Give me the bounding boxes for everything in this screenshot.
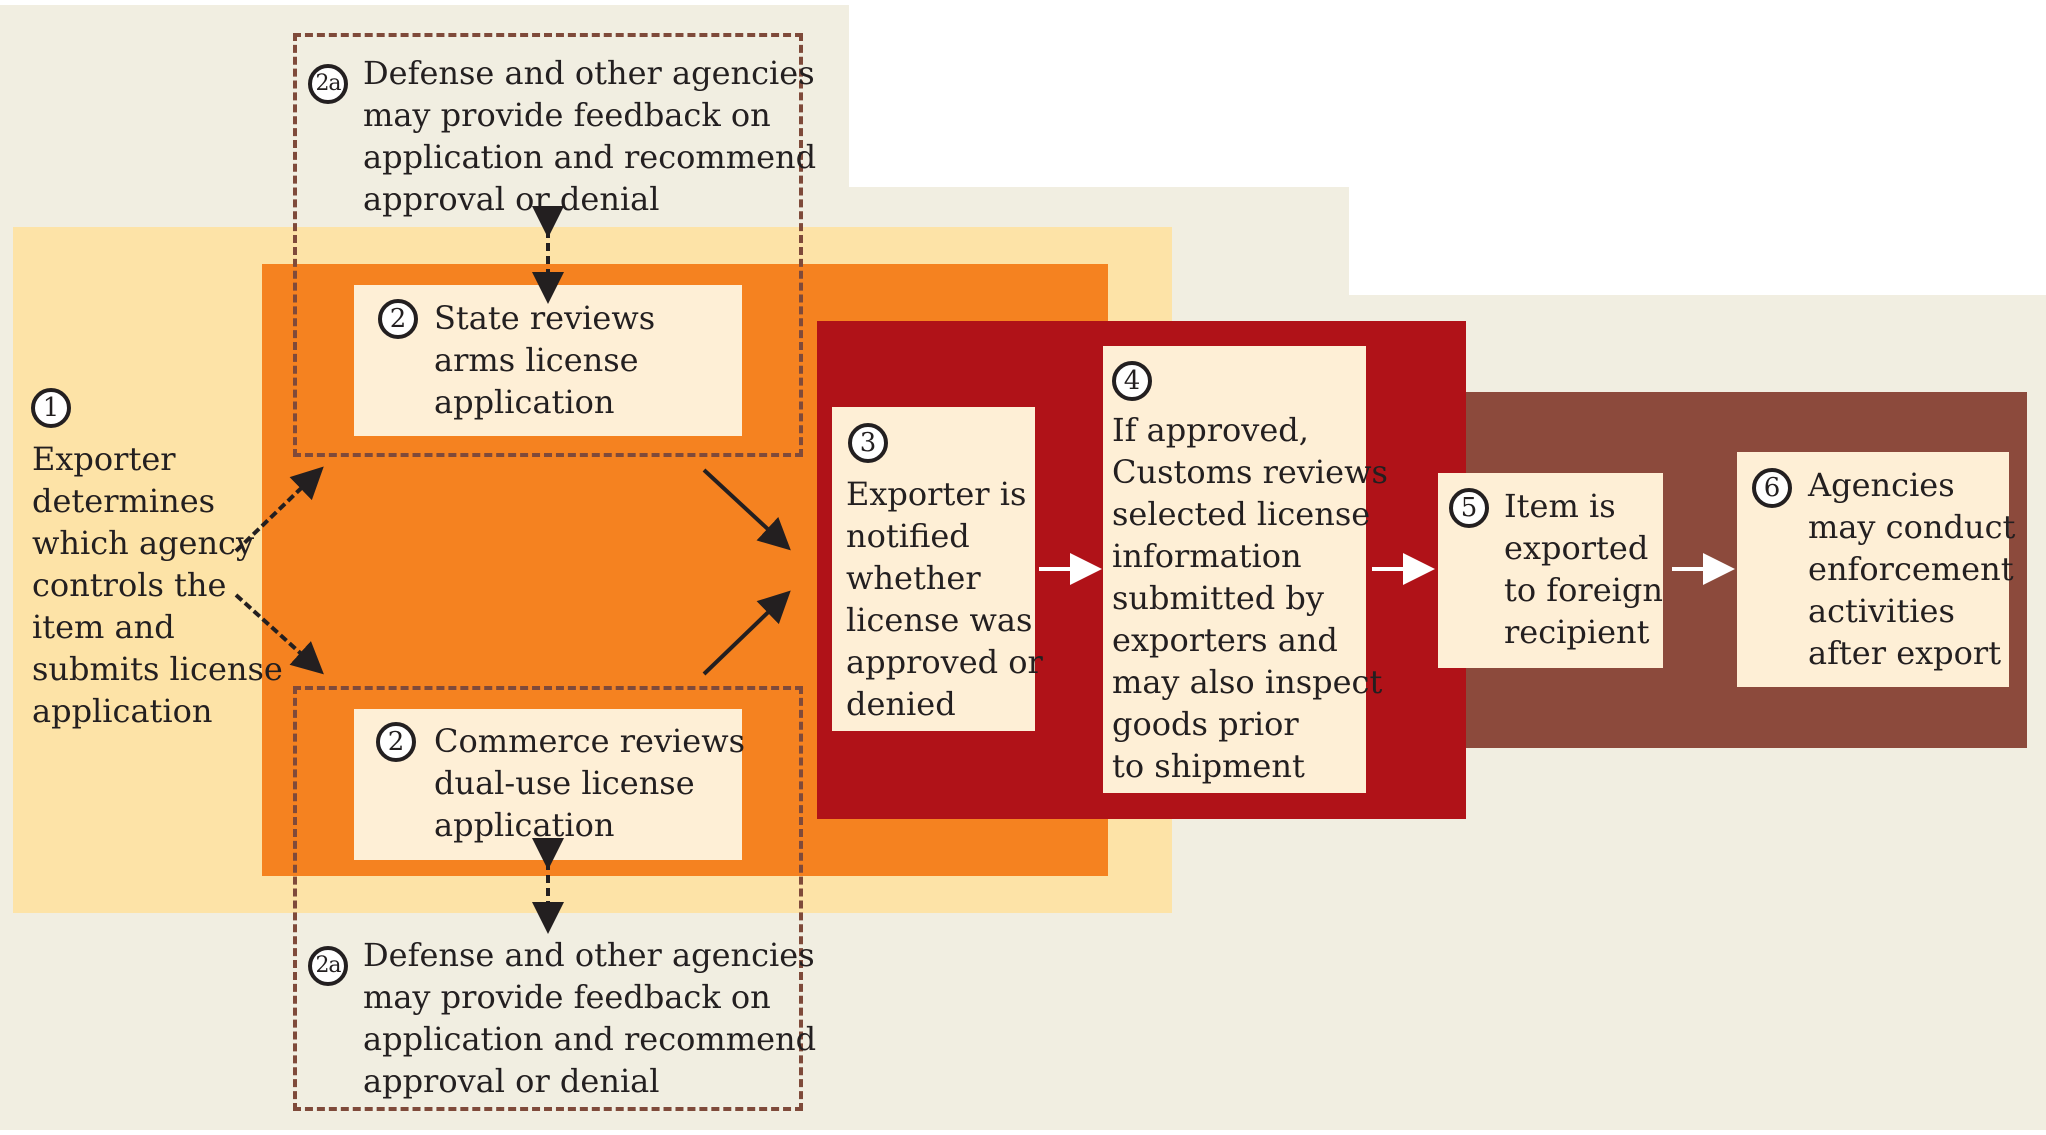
arrow-commerce-to-step3 — [702, 590, 791, 676]
step-3-text: Exporter is notified whether license was… — [846, 475, 1043, 723]
step-4-box — [1103, 346, 1366, 793]
step-4-number-badge: 4 — [1112, 361, 1152, 401]
step-2-commerce-number-badge: 2 — [376, 722, 416, 762]
step-3-number-badge: 3 — [848, 423, 888, 463]
step-2-commerce-text: Commerce reviews dual-use license applic… — [434, 722, 745, 844]
step-2-commerce-box — [354, 709, 742, 860]
step-5-number-badge: 5 — [1449, 488, 1489, 528]
arrow-state-to-step3 — [702, 468, 791, 551]
arrow-step1-to-state — [234, 466, 324, 553]
step-2a-top-text: Defense and other agencies may provide f… — [363, 54, 817, 218]
step-1-number-badge: 1 — [31, 388, 71, 428]
step-4-text: If approved, Customs reviews selected li… — [1112, 411, 1388, 785]
step-2a-bottom-number-badge: 2a — [308, 946, 348, 986]
step-2a-bottom-text: Defense and other agencies may provide f… — [363, 936, 817, 1100]
step-1-text: Exporter determines which agency control… — [32, 440, 283, 730]
step-2-state-box — [354, 285, 742, 436]
step-5-text: Item is exported to foreign recipient — [1504, 487, 1663, 651]
step-2a-top-number-badge: 2a — [308, 64, 348, 104]
step-2a-bottom-dashed-frame — [293, 686, 803, 1111]
step-6-text: Agencies may conduct enforcement activit… — [1808, 466, 2016, 672]
step-2-state-number-badge: 2 — [378, 299, 418, 339]
arrow-step1-to-commerce — [234, 593, 324, 675]
step-2a-top-dashed-frame — [293, 33, 803, 457]
step-6-number-badge: 6 — [1752, 468, 1792, 508]
step-2-state-text: State reviews arms license application — [434, 299, 656, 421]
